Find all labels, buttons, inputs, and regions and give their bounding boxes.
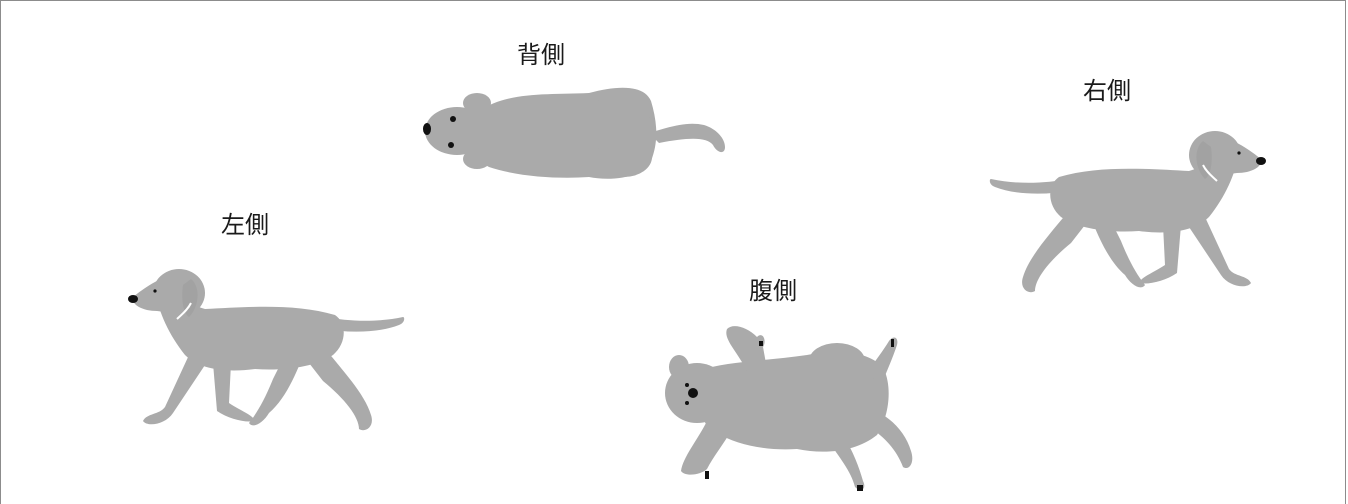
dog-left-side-icon xyxy=(128,269,405,431)
ventral-view-label: 腹側 xyxy=(749,277,797,305)
dog-top-view-icon xyxy=(423,87,725,179)
left-view-label: 左側 xyxy=(221,211,269,239)
dog-right-side-icon xyxy=(989,131,1266,293)
dorsal-view-label: 背側 xyxy=(517,41,565,69)
right-view-label: 右側 xyxy=(1083,77,1131,105)
dog-belly-up-icon xyxy=(665,326,913,491)
